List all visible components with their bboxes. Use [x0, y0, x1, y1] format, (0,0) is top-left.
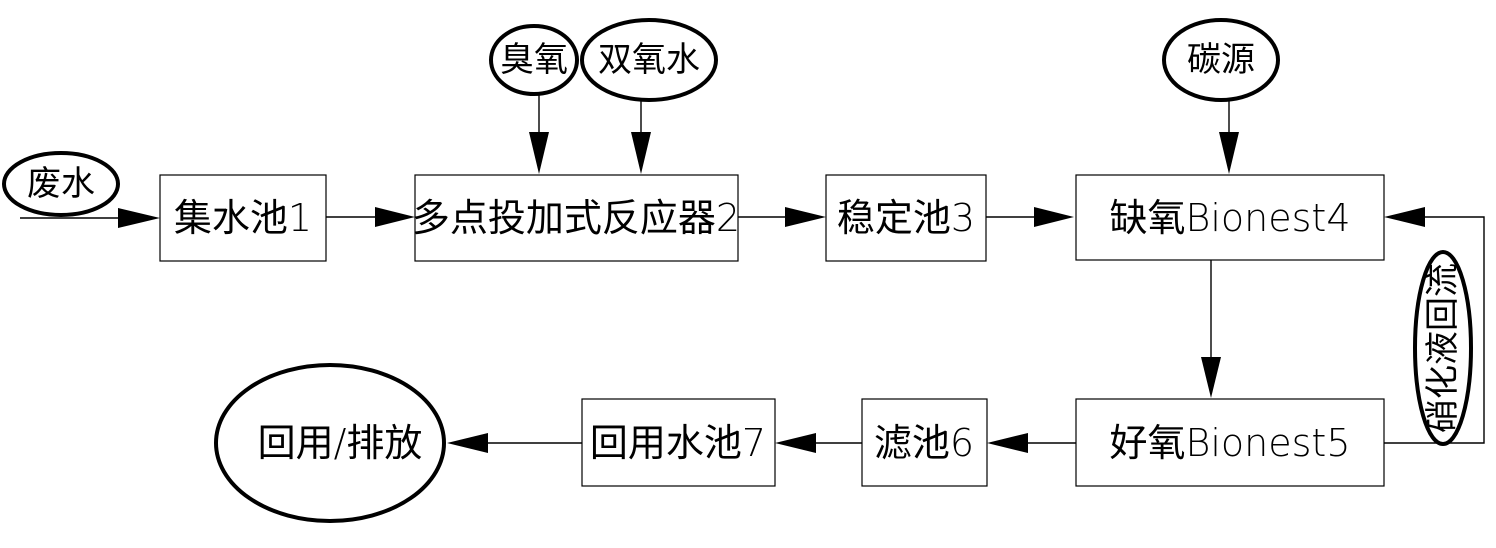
filter-tank-label: 滤池6 — [874, 421, 974, 465]
ozone-input-node: 臭氧 — [489, 24, 579, 96]
ozone-label: 臭氧 — [500, 40, 568, 80]
nitrification-recycle-ellipse — [1413, 250, 1473, 446]
carbon-source-label: 碳源 — [1187, 40, 1255, 80]
collection-tank-node: 集水池1 — [159, 174, 327, 262]
stabilization-tank-node: 稳定池3 — [825, 174, 987, 262]
arrow-anoxic-to-aerobic-head — [1201, 357, 1221, 398]
anoxic-bionest-box — [1075, 174, 1385, 261]
stabilization-tank-label: 稳定池3 — [837, 196, 975, 240]
connectors — [20, 88, 1485, 453]
wastewater-ellipse — [2, 151, 120, 217]
stabilization-tank-box — [825, 174, 987, 262]
multipoint-reactor-box — [414, 174, 739, 262]
reuse-discharge-label: 回用/排放 — [258, 421, 423, 465]
wastewater-label: 废水 — [27, 164, 95, 204]
h2o2-input-node: 双氧水 — [580, 18, 718, 102]
nitrification-recycle-node: 硝化液回流 — [1413, 250, 1473, 446]
arrow-aerobic-to-filter-head — [987, 433, 1028, 453]
filter-tank-box — [861, 398, 988, 487]
reuse-tank-box — [581, 398, 776, 487]
carbon-source-input-node: 碳源 — [1162, 18, 1280, 102]
ozone-ellipse — [489, 24, 579, 96]
reuse-discharge-output-node: 回用/排放 — [214, 363, 446, 523]
h2o2-label: 双氧水 — [598, 40, 700, 80]
arrow-reactor-to-stabilization-head — [785, 207, 826, 227]
arrow-ozone-to-reactor-head — [529, 132, 549, 174]
multipoint-reactor-label: 多点投加式反应器2 — [412, 196, 740, 240]
anoxic-bionest-node: 缺氧Bionest4 — [1075, 174, 1385, 261]
aerobic-bionest-box — [1075, 398, 1385, 487]
aerobic-bionest-label: 好氧Bionest5 — [1109, 421, 1350, 465]
multipoint-reactor-node: 多点投加式反应器2 — [412, 174, 740, 262]
reuse-discharge-ellipse — [214, 363, 446, 523]
recycle-loop-line — [1384, 216, 1485, 444]
nitrification-recycle-label: 硝化液回流 — [1423, 263, 1463, 433]
aerobic-bionest-node: 好氧Bionest5 — [1075, 398, 1385, 487]
arrow-stabilization-to-anoxic-head — [1034, 207, 1074, 227]
h2o2-ellipse — [580, 18, 718, 102]
arrow-wastewater-to-collection-head — [118, 208, 160, 228]
reuse-tank-label: 回用水池7 — [590, 421, 766, 465]
arrow-filter-to-reuse-head — [775, 433, 816, 453]
recycle-loop-head — [1384, 207, 1425, 227]
arrow-collection-to-reactor-head — [375, 207, 415, 227]
arrow-carbon-to-anoxic-head — [1219, 132, 1239, 174]
filter-tank-node: 滤池6 — [861, 398, 988, 487]
carbon-source-ellipse — [1162, 18, 1280, 102]
anoxic-bionest-label: 缺氧Bionest4 — [1109, 196, 1350, 240]
collection-tank-box — [159, 174, 327, 262]
reuse-tank-node: 回用水池7 — [581, 398, 776, 487]
collection-tank-label: 集水池1 — [174, 196, 312, 240]
arrow-h2o2-to-reactor-head — [631, 132, 651, 174]
wastewater-input-node: 废水 — [2, 151, 120, 217]
arrow-reuse-to-output-head — [447, 433, 488, 453]
